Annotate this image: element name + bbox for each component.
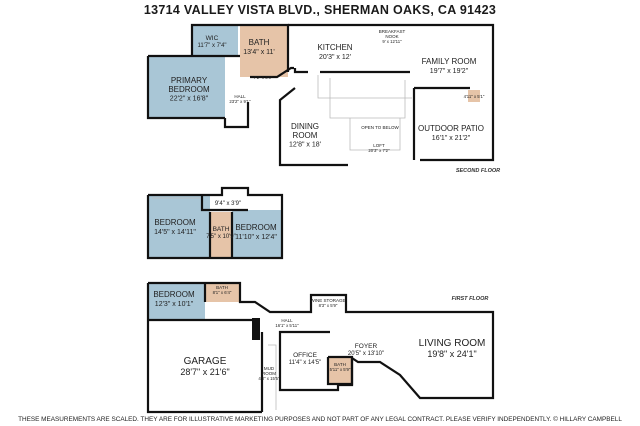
- room-dimensions: 4'11" x 5'1": [464, 94, 485, 99]
- room-fill-primary: [148, 56, 225, 118]
- room-dimensions: 20'5" x 13'10": [348, 351, 384, 357]
- room-dimensions: 11'4" x 14'5": [289, 360, 321, 366]
- room-fill-small: [468, 90, 480, 102]
- room-dimensions: 16'1" x 21'2": [432, 135, 471, 142]
- room-dimensions: 22'2" x 16'8": [170, 96, 209, 103]
- room-bath: BATH 13'4" x 11': [243, 38, 275, 56]
- room-dimensions: 5'11" x 5'9": [330, 367, 351, 372]
- room-name: KITCHEN: [317, 43, 352, 52]
- second-floor-label: SECOND FLOOR: [456, 168, 500, 174]
- room-name: WINE STORAGE: [311, 298, 346, 303]
- room-name: BATH: [334, 362, 346, 367]
- room-dimensions: 12'3" x 10'1": [155, 301, 194, 308]
- room-name: BATH: [213, 226, 230, 233]
- room-name: HALL: [281, 318, 293, 323]
- room-name: BATH: [216, 285, 228, 290]
- room-name: LOFT: [373, 143, 385, 148]
- room-name: OPEN TO BELOW: [361, 125, 399, 130]
- room-fill-bath4: [328, 357, 352, 384]
- room-fill-bed1: [148, 195, 210, 258]
- middle-floor-walls: [146, 186, 284, 260]
- room-fill-wic: [192, 25, 238, 56]
- second-floor-walls: [146, 23, 495, 167]
- room-open: OPEN TO BELOW: [361, 125, 399, 130]
- room-dimensions: 16'1" x 5'11": [275, 323, 299, 328]
- room-dimensions: 28'7" x 21'6": [180, 367, 229, 377]
- room-fill-bed3: [148, 283, 205, 320]
- room-dimensions: 12'8" x 18': [289, 142, 321, 149]
- room-name: OFFICE: [293, 352, 317, 359]
- room-bed3: BEDROOM 12'3" x 10'1": [153, 290, 195, 308]
- room-name: BEDROOM: [153, 290, 195, 299]
- room-fills: [148, 25, 480, 384]
- room-landing: 9'4" x 3'9": [215, 201, 241, 207]
- plan-title: 13714 VALLEY VISTA BLVD., SHERMAN OAKS, …: [144, 3, 496, 17]
- room-patio: OUTDOOR PATIO 16'1" x 21'2": [418, 124, 484, 142]
- room-bed1: BEDROOM 14'5" x 14'11": [154, 218, 196, 236]
- room-dimensions: 13'4" x 11': [243, 49, 275, 56]
- room-fill-bath3: [205, 283, 240, 302]
- room-dimensions: 11'7" x 7'4": [197, 43, 226, 49]
- room-dimensions: 7'5" x 10'9": [206, 234, 236, 240]
- room-closet: 7'2" x 3'6": [254, 75, 273, 80]
- room-fill-bed2: [232, 210, 282, 258]
- room-name: HALL: [234, 94, 246, 99]
- room-name: OUTDOOR PATIO: [418, 124, 484, 133]
- room-name: BEDROOM: [154, 218, 196, 227]
- room-fill-bath: [240, 25, 288, 77]
- room-dimensions: 9'4" x 3'9": [215, 201, 241, 207]
- room-dimensions: 11'10" x 12'4": [235, 234, 277, 241]
- room-name: FAMILY ROOM: [422, 57, 477, 66]
- room-dimensions: 4'8" x 15'5": [258, 376, 280, 381]
- room-dimensions: 23'2" x 9'1": [229, 99, 251, 104]
- first-floor-walls: [146, 281, 495, 414]
- room-small: 4'11" x 5'1": [464, 94, 485, 99]
- room-name: BEDROOM: [235, 223, 277, 232]
- room-name: GARAGE: [184, 356, 227, 367]
- room-name: WIC: [206, 35, 219, 42]
- room-dimensions: 20'3" x 7'2": [368, 148, 390, 153]
- first-floor-label: FIRST FLOOR: [452, 296, 489, 302]
- room-kitchen: KITCHEN 20'3" x 12': [317, 43, 352, 61]
- room-name: BATH: [249, 38, 270, 47]
- room-dimensions: 14'5" x 14'11": [154, 229, 196, 236]
- room-dimensions: 20'3" x 12': [319, 54, 351, 61]
- disclaimer-footer: THESE MEASUREMENTS ARE SCALED. THEY ARE …: [18, 415, 622, 423]
- room-name: FOYER: [355, 343, 378, 350]
- room-dimensions: 8'1" x 6'4": [213, 290, 232, 295]
- room-bed2: BEDROOM 11'10" x 12'4": [235, 223, 277, 241]
- room-fill-bath2: [210, 212, 232, 258]
- room-name: LIVING ROOM: [419, 338, 486, 349]
- room-dimensions: 8'3" x 5'9": [319, 303, 338, 308]
- room-family: FAMILY ROOM 19'7" x 19'2": [422, 57, 477, 75]
- room-dimensions: 19'8" x 24'1": [427, 349, 476, 359]
- room-dimensions: 9' x 12'11": [382, 39, 402, 44]
- room-dimensions: 7'2" x 3'6": [254, 75, 273, 80]
- room-dimensions: 19'7" x 19'2": [430, 68, 469, 75]
